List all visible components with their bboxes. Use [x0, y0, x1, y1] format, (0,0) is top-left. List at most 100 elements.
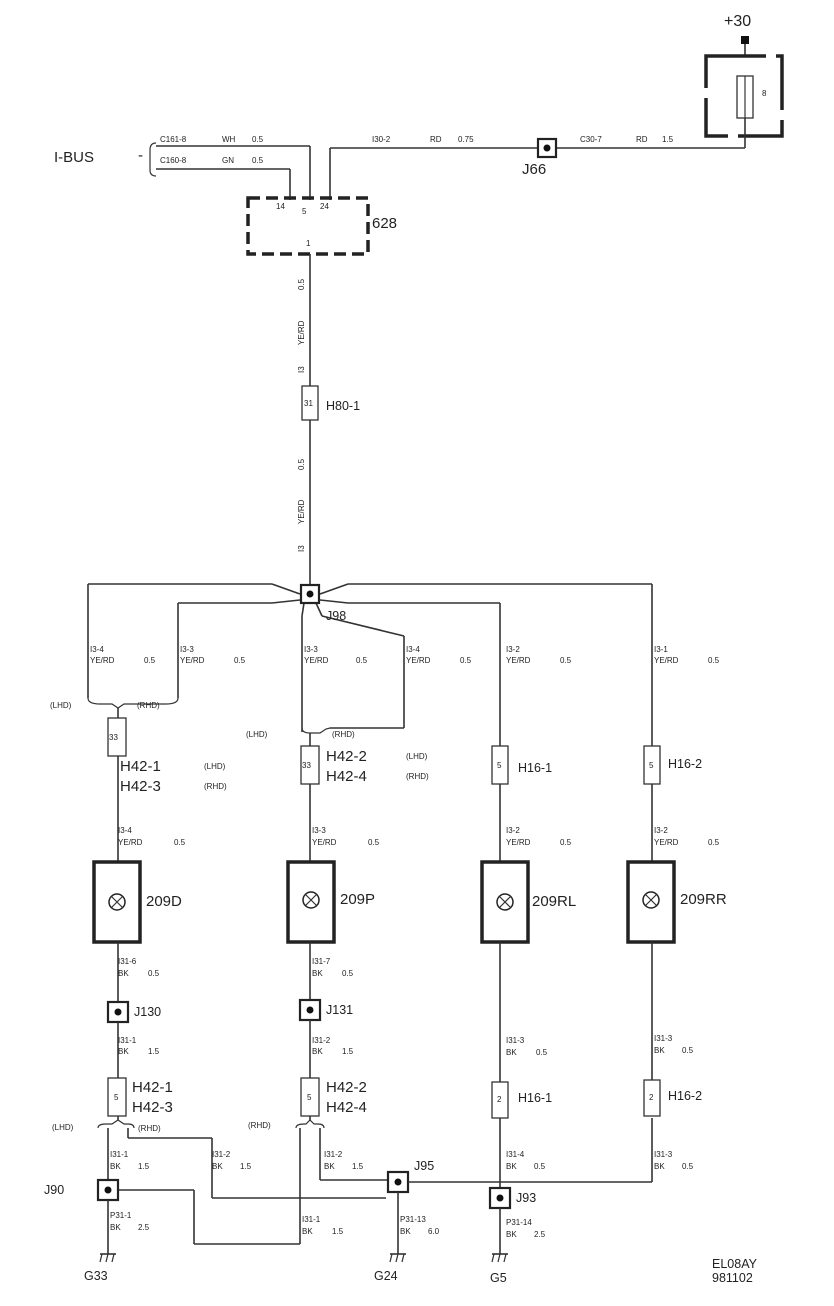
lw-4-size: 0.5 [682, 1046, 694, 1055]
note-lhd-upper-mid: (LHD) [246, 730, 268, 739]
lamp-209d-label: 209D [146, 893, 182, 910]
lw-1-size: 1.5 [148, 1047, 160, 1056]
gw-g33-color: BK [110, 1223, 121, 1232]
ground-g33-icon [99, 1253, 116, 1263]
bw-e-size: 0.5 [682, 1162, 694, 1171]
connector-h16-1-bottom-label: H16-1 [518, 1091, 552, 1105]
top-wire-size-right: 1.5 [662, 135, 674, 144]
gw-g24-color: BK [400, 1227, 411, 1236]
connector-h16-1-top-label: H16-1 [518, 761, 552, 775]
gw-g24-size: 6.0 [428, 1227, 440, 1236]
lg-2-circuit: I31-7 [312, 957, 331, 966]
junction-j131-label: J131 [326, 1003, 353, 1017]
bw-d-size: 0.5 [534, 1162, 546, 1171]
lg-1-color: BK [118, 969, 129, 978]
feed-4-size: 0.5 [708, 838, 720, 847]
module-pin-5: 5 [302, 207, 307, 216]
module-628 [246, 196, 370, 256]
junction-j95-label: J95 [414, 1159, 434, 1173]
bw-c-color: BK [324, 1162, 335, 1171]
connector-h42-left-bottom-pin: 5 [114, 1093, 119, 1102]
junction-j95-dot [394, 1178, 402, 1186]
module-pin-14: 14 [276, 202, 285, 211]
ibus-line2-color: GN [222, 156, 234, 165]
vwire-b-color: YE/RD [297, 499, 306, 524]
supply-terminal [741, 36, 749, 44]
up-a-circuit: I3-4 [90, 645, 104, 654]
lw-2-color: BK [312, 1047, 323, 1056]
lw-1-color: BK [118, 1047, 129, 1056]
vwire-b-size: 0.5 [297, 458, 306, 470]
diagram-code: EL08AY [712, 1257, 758, 1271]
junction-j130-dot [114, 1008, 122, 1016]
gw-g5-circuit: P31-14 [506, 1218, 532, 1227]
bw-d-circuit: I31-4 [506, 1150, 525, 1159]
vwire-a-size: 0.5 [297, 278, 306, 290]
connector-h42-mid-top-label1: H42-2 [326, 748, 367, 765]
lw-4-circuit: I31-3 [654, 1034, 673, 1043]
junction-j93-dot [496, 1194, 504, 1202]
lg-1-circuit: I31-6 [118, 957, 137, 966]
connector-h42-mid-top-pin: 33 [302, 761, 311, 770]
lg-2-color: BK [312, 969, 323, 978]
feed-1-circuit: I3-4 [118, 826, 132, 835]
junction-j90-dot [104, 1186, 112, 1194]
feed-3-circuit: I3-2 [506, 826, 520, 835]
junction-j93-label: J93 [516, 1191, 536, 1205]
junction-j66-label: J66 [522, 161, 546, 178]
module-pin-24: 24 [320, 202, 329, 211]
lw-2-size: 1.5 [342, 1047, 354, 1056]
bw-a-circuit: I31-1 [110, 1150, 129, 1159]
connector-h42-left-top-label2: H42-3 [120, 778, 161, 795]
connector-h42-mid-top-note1: (LHD) [406, 752, 428, 761]
lw-3-size: 0.5 [536, 1048, 548, 1057]
bw-b-size: 1.5 [240, 1162, 252, 1171]
top-wire-circuit-left: I30-2 [372, 135, 391, 144]
note-lhd-upper-left: (LHD) [50, 701, 72, 710]
connector-h42-left-bottom-label2: H42-3 [132, 1099, 173, 1116]
diagram-date: 981102 [712, 1271, 753, 1285]
up-b-circuit: I3-3 [180, 645, 194, 654]
ibus-line1-circuit: C161-8 [160, 135, 187, 144]
bw-b-circuit: I31-2 [212, 1150, 231, 1159]
gw-g5-color: BK [506, 1230, 517, 1239]
feed-3-color: YE/RD [506, 838, 531, 847]
feed-4-color: YE/RD [654, 838, 679, 847]
lw-4-color: BK [654, 1046, 665, 1055]
bw-f-size: 1.5 [332, 1227, 344, 1236]
junction-j98-label: J98 [326, 609, 346, 623]
junction-j98-dot [306, 590, 314, 598]
note-lhd-lower-left: (LHD) [52, 1123, 74, 1132]
ground-g33-label: G33 [84, 1269, 108, 1283]
up-b-color: YE/RD [180, 656, 205, 665]
lw-3-circuit: I31-3 [506, 1036, 525, 1045]
connector-h16-2-bottom-label: H16-2 [668, 1089, 702, 1103]
top-wire-color-left: RD [430, 135, 442, 144]
ibus-line1-color: WH [222, 135, 236, 144]
up-c-size: 0.5 [356, 656, 368, 665]
up-d-color: YE/RD [406, 656, 431, 665]
lamp-209rr-label: 209RR [680, 891, 727, 908]
connector-h42-left-top-label1: H42-1 [120, 758, 161, 775]
supply-label: +30 [724, 13, 751, 30]
gw-g24-circuit: P31-13 [400, 1215, 426, 1224]
note-rhd-lower-mid: (RHD) [248, 1121, 271, 1130]
connector-h42-left-bottom-label1: H42-1 [132, 1079, 173, 1096]
up-e-size: 0.5 [560, 656, 572, 665]
connector-h42-mid-bottom-label2: H42-4 [326, 1099, 367, 1116]
connector-h42-left-top [107, 717, 127, 757]
bw-f-circuit: I31-1 [302, 1215, 321, 1224]
up-c-circuit: I3-3 [304, 645, 318, 654]
ground-g5-label: G5 [490, 1271, 507, 1285]
lw-1-circuit: I31-1 [118, 1036, 137, 1045]
bw-e-circuit: I31-3 [654, 1150, 673, 1159]
feed-4-circuit: I3-2 [654, 826, 668, 835]
top-wire-color-right: RD [636, 135, 648, 144]
connector-h16-2-top-pin: 5 [649, 761, 654, 770]
lg-2-size: 0.5 [342, 969, 354, 978]
bw-b-color: BK [212, 1162, 223, 1171]
lamp-209rl-label: 209RL [532, 893, 576, 910]
connector-h42-mid-bottom-label1: H42-2 [326, 1079, 367, 1096]
connector-h42-mid-top-note2: (RHD) [406, 772, 429, 781]
